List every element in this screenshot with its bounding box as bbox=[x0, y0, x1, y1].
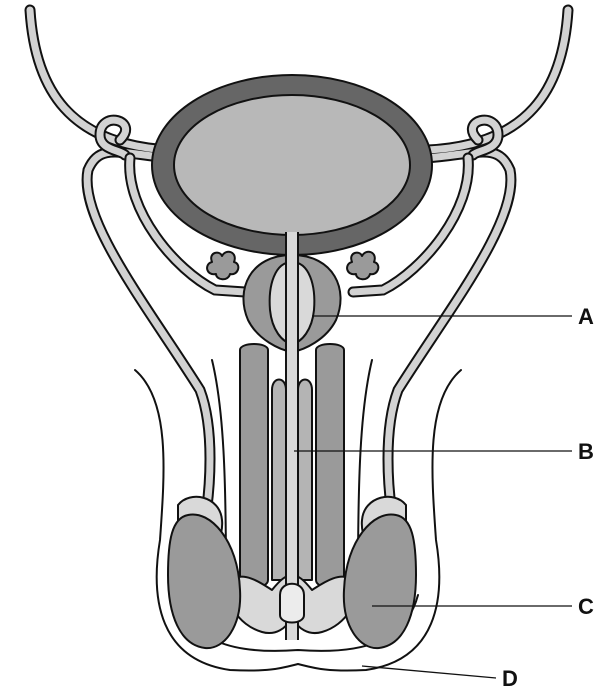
right-seminal-vesicle bbox=[347, 252, 378, 280]
leader-line-d bbox=[362, 666, 496, 678]
label-b: B bbox=[578, 439, 594, 464]
label-a: A bbox=[578, 304, 594, 329]
label-d: D bbox=[502, 666, 518, 689]
shaft-inner-left bbox=[272, 380, 286, 581]
erectile-tissue-left bbox=[240, 344, 268, 588]
erectile-tissue-right bbox=[316, 344, 344, 588]
right-testis bbox=[344, 514, 416, 648]
bladder bbox=[152, 75, 432, 255]
right-sperm-duct bbox=[353, 10, 568, 520]
left-seminal-vesicle bbox=[207, 252, 238, 280]
label-c: C bbox=[578, 594, 594, 619]
shaft-inner-right bbox=[298, 380, 312, 581]
left-testis bbox=[168, 514, 240, 648]
